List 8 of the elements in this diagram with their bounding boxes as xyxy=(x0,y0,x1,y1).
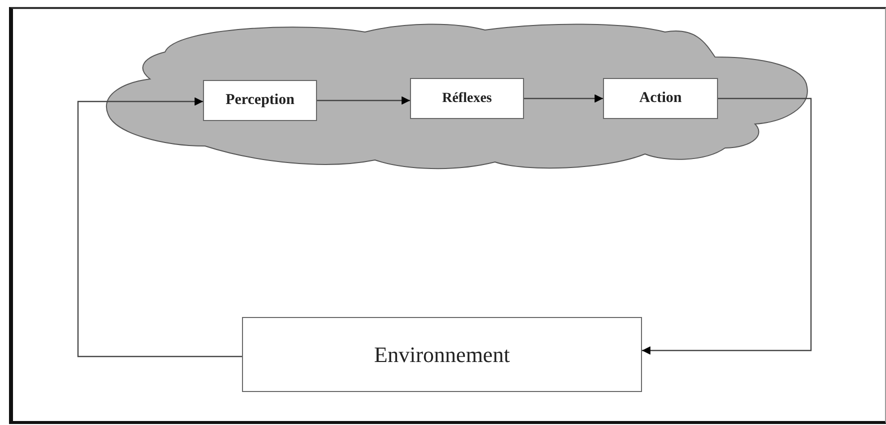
process-box: Perception xyxy=(203,80,317,121)
process-box: Réflexes xyxy=(410,78,524,119)
process-box: Action xyxy=(603,78,718,119)
arrow xyxy=(642,98,812,355)
arrow xyxy=(524,94,603,103)
arrow xyxy=(317,96,410,105)
arrow xyxy=(77,97,242,358)
process-box: Environnement xyxy=(242,317,642,392)
